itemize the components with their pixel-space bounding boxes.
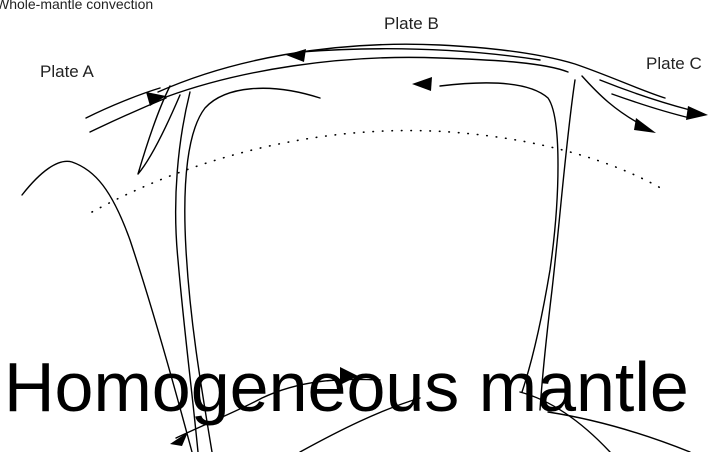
arrow-bottom-left	[170, 432, 188, 446]
plate-c-label: Plate C	[646, 54, 702, 74]
plate-a-label: Plate A	[40, 62, 94, 82]
arrow-plate-c	[686, 106, 708, 120]
plate-b-label: Plate B	[384, 14, 439, 34]
plate-b-upper-edge	[158, 44, 665, 98]
arrow-plate-b-middle	[412, 77, 432, 91]
arrow-ridge-branch	[634, 118, 656, 133]
caption-text: Homogeneous mantle	[4, 352, 689, 422]
diagram-title: Whole-mantle convection	[0, 0, 153, 12]
plate-b-lower-edge	[166, 57, 568, 97]
plate-a-plate-top	[86, 88, 160, 118]
cell-right-wall	[440, 83, 558, 392]
arrow-plate-b-upper	[286, 49, 306, 62]
